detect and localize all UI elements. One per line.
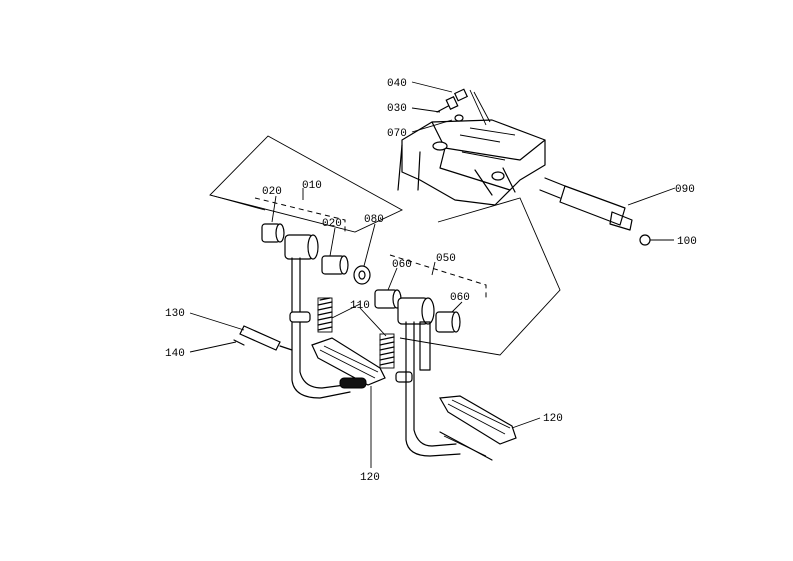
spring-110-second: [379, 333, 413, 383]
callout-020-right: 020: [322, 218, 342, 230]
axis-line-right: [389, 254, 487, 298]
callout-010: 010: [302, 180, 322, 192]
callout-060-right: 060: [450, 292, 470, 304]
cylinder-part: [539, 177, 651, 246]
callout-060-left: 060: [392, 259, 412, 271]
projection-plane-left: [209, 135, 403, 233]
callout-120-bottom: 120: [360, 472, 380, 484]
leader-lines: [189, 81, 676, 468]
callout-130: 130: [165, 308, 185, 320]
callout-120-right: 120: [543, 413, 563, 425]
left-pedal-assembly: [233, 223, 386, 399]
bolt-hardware: [436, 88, 491, 126]
projection-plane-right: [399, 197, 561, 356]
callout-140: 140: [165, 348, 185, 360]
callout-100: 100: [677, 236, 697, 248]
mounting-bracket: [397, 119, 546, 206]
callout-070: 070: [387, 128, 407, 140]
axis-line-left: [254, 197, 346, 232]
callout-030: 030: [387, 103, 407, 115]
callout-090: 090: [675, 184, 695, 196]
callout-050: 050: [436, 253, 456, 265]
callout-110: 110: [350, 300, 370, 312]
callout-080: 080: [364, 214, 384, 226]
callout-020-left: 020: [262, 186, 282, 198]
callout-040: 040: [387, 78, 407, 90]
right-pedal-assembly: [374, 289, 517, 461]
